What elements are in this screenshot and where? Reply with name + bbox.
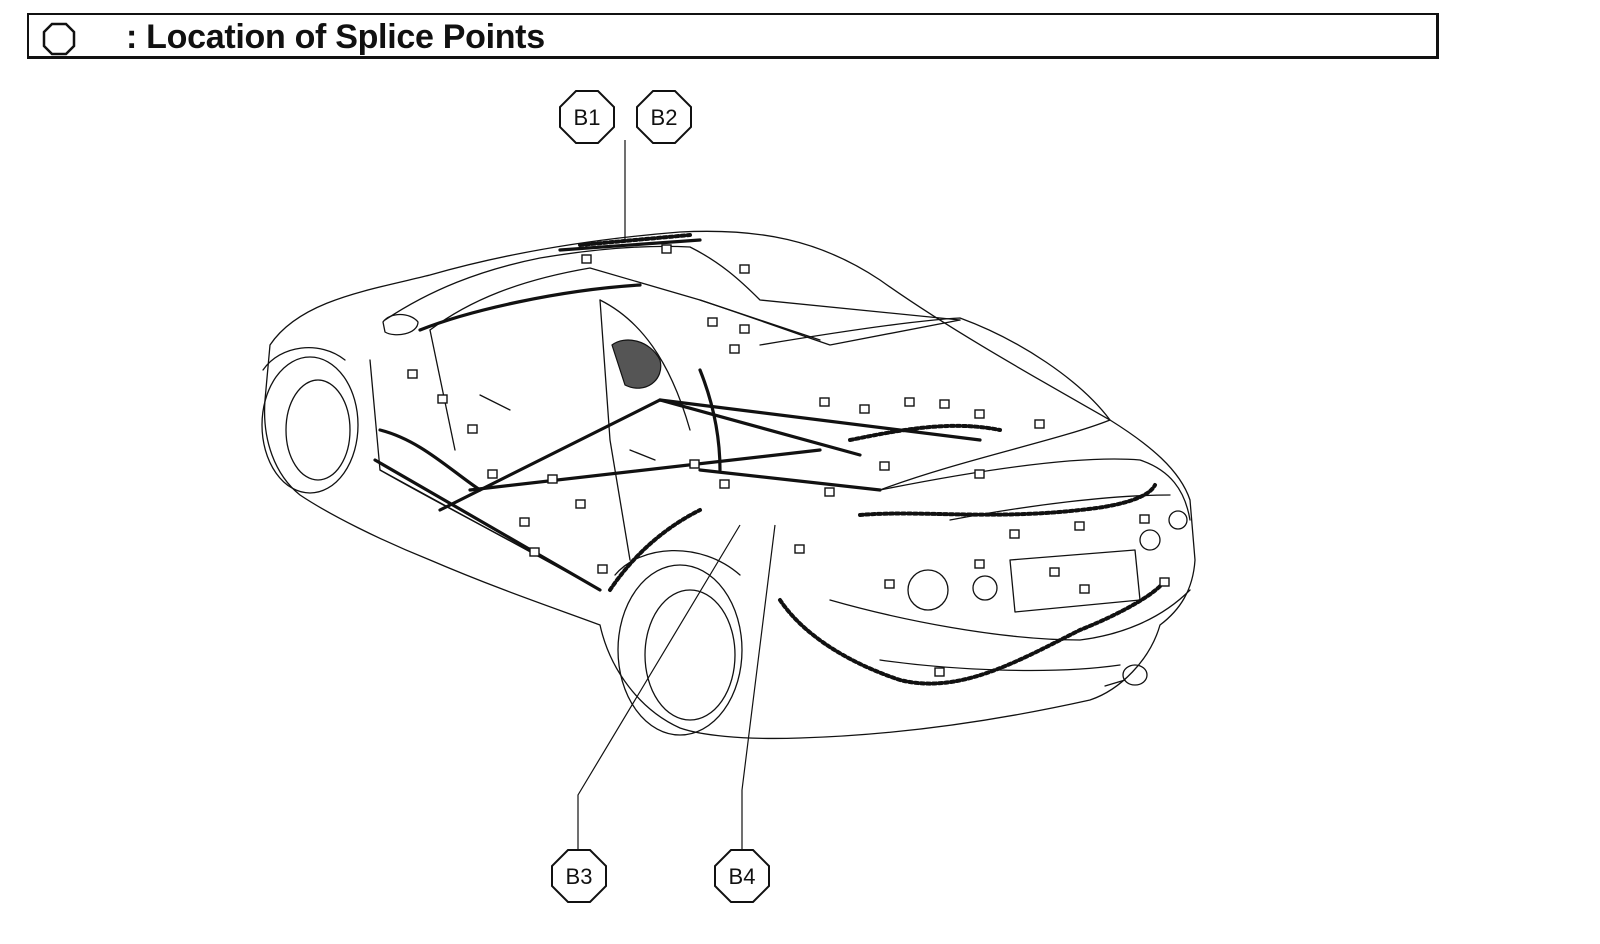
octagon-icon — [714, 849, 770, 903]
octagon-icon — [42, 22, 76, 56]
callout-label-b1: B1 — [574, 105, 601, 130]
octagon-icon — [551, 849, 607, 903]
octagon-icon — [636, 90, 692, 144]
callout-b4: B4 — [714, 849, 770, 903]
harness-main-floor — [373, 458, 602, 592]
harness-roof-dotted — [578, 233, 692, 247]
callout-b3: B3 — [551, 849, 607, 903]
leader-line-b4 — [741, 524, 776, 860]
leader-line-b3 — [577, 524, 741, 860]
title-bar: : Location of Splice Points — [27, 13, 1439, 59]
octagon-icon — [559, 90, 615, 144]
callout-label-b3: B3 — [566, 864, 593, 889]
callout-label-b2: B2 — [651, 105, 678, 130]
callout-b1: B1 — [559, 90, 615, 144]
page-title: : Location of Splice Points — [126, 18, 545, 56]
callout-b2: B2 — [636, 90, 692, 144]
callout-label-b4: B4 — [729, 864, 756, 889]
car-body-outline — [263, 230, 1196, 740]
